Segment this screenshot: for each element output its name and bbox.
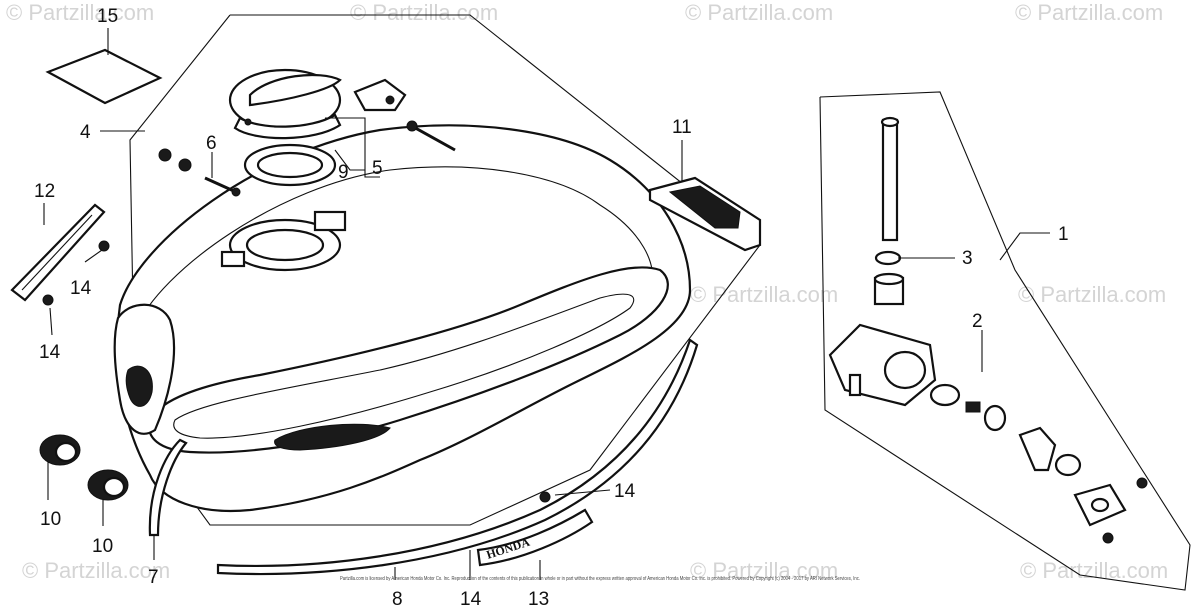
cushion-10a[interactable] [39,434,81,466]
callout-14c: 14 [614,481,636,502]
callout-2: 2 [972,311,983,332]
watermark-bottom-left: © Partzilla.com [22,558,170,583]
o-ring-3[interactable] [874,250,902,266]
callout-4: 4 [80,122,91,143]
screw-14b[interactable] [42,294,54,306]
callout-1: 1 [1058,224,1069,245]
mount-bracket-11[interactable] [648,176,762,252]
copyright-notice: Partzilla.com is licensed by American Ho… [340,576,860,582]
watermark-top-far-right: © Partzilla.com [1015,0,1163,25]
watermark-top-right: © Partzilla.com [685,0,833,25]
callout-14b: 14 [39,342,61,363]
trim-strip-8[interactable] [216,338,699,576]
watermark-mid-center: © Partzilla.com [690,282,838,307]
fuel-cap[interactable] [228,68,342,140]
lever[interactable] [1018,426,1057,472]
callout-10a: 10 [40,509,61,530]
watermark-bottom-center: © Partzilla.com [690,558,838,583]
leader-lines [43,28,1050,580]
bolt-hinge[interactable] [406,120,456,152]
watermark-top-left: © Partzilla.com [6,0,154,25]
valve-plug[interactable] [929,383,961,407]
callout-14d: 14 [460,589,482,610]
cover-plate[interactable] [1073,483,1127,527]
washer-right[interactable] [178,158,192,172]
callout-3: 3 [962,248,973,269]
bolt-6[interactable] [204,176,241,197]
screw-14a[interactable] [98,240,110,252]
callout-14a: 14 [70,278,92,299]
callout-10b: 10 [92,536,113,557]
callout-11: 11 [672,117,692,138]
cushion-10b[interactable] [87,469,129,501]
cap-gasket[interactable] [243,143,337,187]
callout-13: 13 [528,589,549,610]
strap-7[interactable] [148,438,188,537]
side-rail-12[interactable] [10,203,106,302]
lever-seal[interactable] [1054,453,1082,477]
fuel-cock-group-outline [819,91,1191,591]
fuel-cock-body-2[interactable] [828,323,937,407]
screw-cover-b[interactable] [1102,532,1114,544]
callout-12: 12 [34,181,55,202]
screw-14c[interactable] [539,491,551,503]
watermark-bottom-right: © Partzilla.com [1020,558,1168,583]
fuel-strainer-pipe-3[interactable] [880,116,900,242]
fuel-tank[interactable] [113,124,692,512]
callout-5: 5 [372,158,383,179]
valve-o-ring[interactable] [983,404,1007,432]
callout-8: 8 [392,589,403,610]
callout-15: 15 [97,6,118,27]
watermark-top-center: © Partzilla.com [350,0,498,25]
spring[interactable] [965,401,981,413]
callout-7: 7 [148,567,159,588]
emblem-plate-15[interactable] [45,48,163,105]
screw-cover-a[interactable] [1136,477,1148,489]
callout-6: 6 [206,133,217,154]
callout-9: 9 [338,162,349,183]
hinge-bracket[interactable] [353,78,407,112]
washer-left[interactable] [158,148,172,162]
watermark-mid-right: © Partzilla.com [1018,282,1166,307]
filler-neck [220,210,347,272]
callouts: 1 2 3 4 5 6 7 8 9 10 10 11 12 13 14 14 1… [34,6,1069,610]
nut-3[interactable] [873,272,905,306]
